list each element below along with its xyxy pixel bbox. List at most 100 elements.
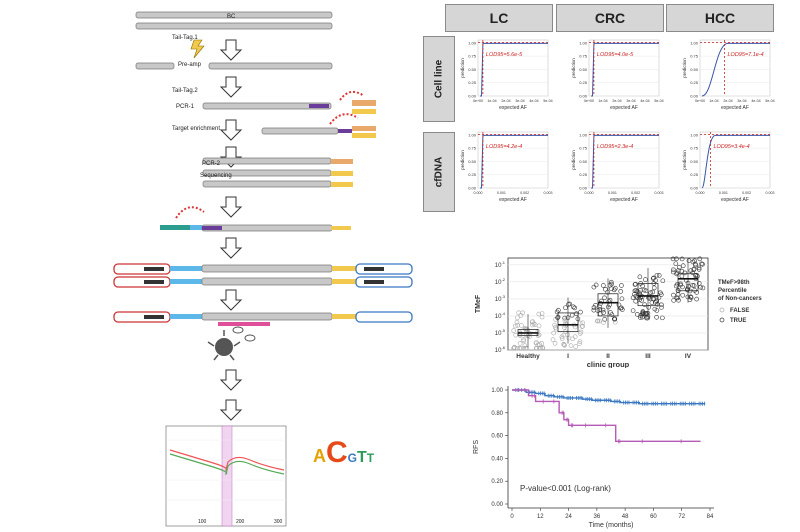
data-point <box>601 283 606 288</box>
logo-letter-a: A <box>313 446 326 466</box>
data-point <box>561 341 566 347</box>
logo-letter-t: T <box>366 451 375 465</box>
x-tick-label: 3e-04 <box>737 99 746 103</box>
data-point <box>511 328 517 333</box>
y-tick-label: 0.75 <box>579 54 588 59</box>
y-tick-label: 10-5 <box>495 328 506 337</box>
data-point <box>630 295 636 301</box>
x-tick-label: Healthy <box>516 353 540 360</box>
data-point <box>514 319 520 325</box>
y-tick-label: 1.00 <box>491 388 503 394</box>
data-point <box>559 336 565 342</box>
x-tick-label: 2e-04 <box>723 99 732 103</box>
data-point <box>690 270 695 276</box>
data-point <box>679 268 685 274</box>
data-point <box>658 292 664 297</box>
x-tick-label: 1e-04 <box>487 99 496 103</box>
x-tick-label: 2e-04 <box>501 99 510 103</box>
x-tick-label: 24 <box>565 514 572 520</box>
data-point <box>521 338 527 344</box>
down-arrow <box>219 399 243 421</box>
data-point <box>639 298 644 303</box>
x-axis-label: expected AF <box>610 105 638 111</box>
data-point <box>563 305 568 311</box>
data-point <box>522 326 528 331</box>
data-point <box>686 258 692 263</box>
x-tick-label: 4e-04 <box>751 99 760 103</box>
x-tick-label: IV <box>685 353 692 360</box>
x-tick-label: 0.002 <box>631 191 640 195</box>
legend-item-true: TRUE <box>730 318 746 324</box>
data-point <box>654 314 659 320</box>
sequencing-trace <box>165 425 287 527</box>
y-tick-label: 0.50 <box>579 159 588 164</box>
data-point <box>632 288 638 294</box>
data-point <box>700 261 705 267</box>
data-point <box>670 256 676 262</box>
down-arrow <box>219 39 243 61</box>
step-bc-label: BC <box>227 14 236 20</box>
y-tick-label: 0.00 <box>690 186 699 191</box>
logo-letter-t: T <box>357 449 367 466</box>
data-point <box>635 289 640 294</box>
data-point <box>674 256 679 262</box>
prediction-curve <box>701 134 770 189</box>
legend-title: of Non-cancers <box>718 296 762 302</box>
y-tick-label: 0.60 <box>491 434 503 440</box>
data-point <box>539 314 545 320</box>
plot-area <box>477 39 549 97</box>
y-tick-label: 0.25 <box>690 172 699 177</box>
data-point <box>643 277 648 282</box>
x-tick-label: 72 <box>678 514 685 520</box>
data-point <box>616 302 622 308</box>
y-tick-label: 1.00 <box>468 40 477 45</box>
data-point <box>651 275 657 281</box>
lod95-label: LOD95=2.3e-4 <box>597 144 633 150</box>
data-point <box>654 272 660 278</box>
data-point <box>693 261 698 267</box>
trace-tick: 100 <box>198 519 207 525</box>
prediction-curve <box>591 42 659 97</box>
data-point <box>692 258 697 264</box>
down-arrow <box>219 76 243 98</box>
x-tick-label: 1e-04 <box>598 99 607 103</box>
x-tick-label: 0e+00 <box>473 99 483 103</box>
data-point <box>680 263 686 268</box>
data-point <box>512 323 518 329</box>
data-point <box>671 298 676 303</box>
data-point <box>530 319 535 324</box>
data-point <box>676 268 681 273</box>
column-header-hcc: HCC <box>666 4 774 32</box>
logo-letter-c: C <box>326 436 348 469</box>
data-point <box>578 309 583 315</box>
data-point <box>577 339 583 344</box>
data-point <box>656 295 662 300</box>
x-tick-label: 84 <box>707 514 714 520</box>
step-pcr2-label: PCR-2 <box>202 161 221 167</box>
y-tick-label: 0.50 <box>468 159 477 164</box>
data-point <box>609 281 614 287</box>
data-point <box>650 276 656 281</box>
x-tick-label: 0.001 <box>497 191 506 195</box>
x-tick-label: 0e+00 <box>584 99 594 103</box>
down-arrow <box>219 196 243 218</box>
data-point <box>562 318 568 323</box>
step-pre-amp-label: Pre-amp <box>178 62 202 68</box>
step-sequencing-label: Sequencing <box>200 173 232 179</box>
lod95-label: LOD95=5.6e-5 <box>486 52 523 58</box>
x-tick-label: 1e-04 <box>709 99 718 103</box>
step-tail-tag-1-label: Tail-Tag.1 <box>172 35 198 41</box>
data-point <box>603 286 608 292</box>
data-point <box>680 292 686 298</box>
box <box>597 293 619 317</box>
x-tick-label: 60 <box>650 514 657 520</box>
x-tick-label: III <box>645 353 651 360</box>
data-point <box>690 282 696 288</box>
data-point <box>654 298 660 304</box>
prediction-curve <box>480 134 548 189</box>
